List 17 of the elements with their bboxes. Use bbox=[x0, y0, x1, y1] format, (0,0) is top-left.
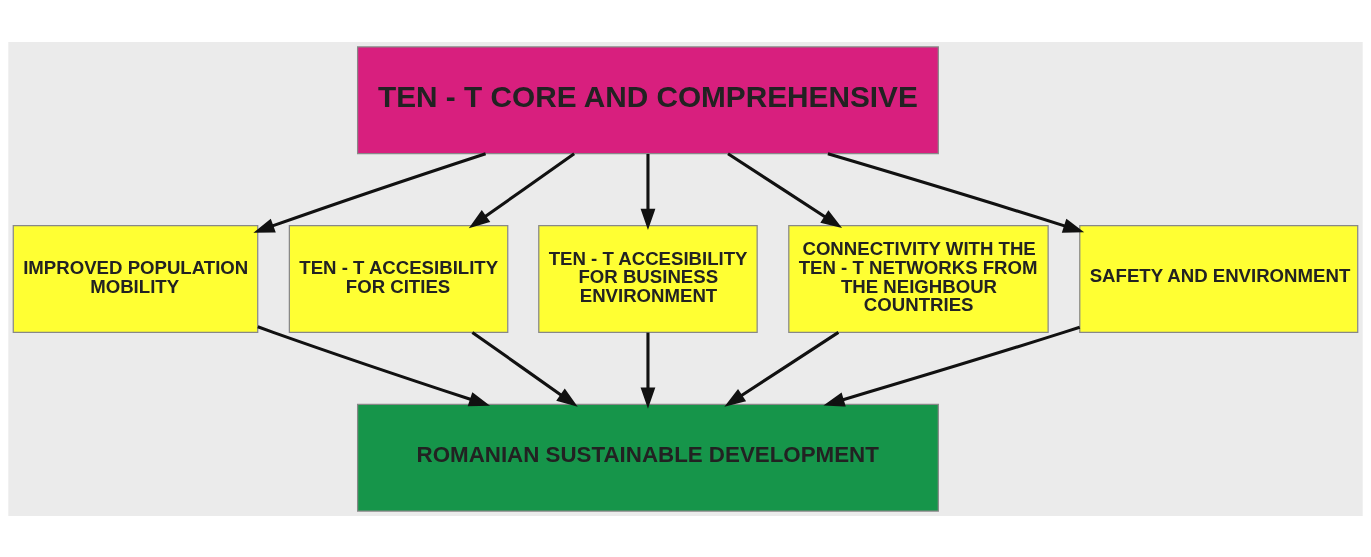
node-box: IMPROVED POPULATION MOBILITY bbox=[12, 224, 259, 333]
node-box: TEN - T ACCESIBILITY FOR BUSINESS ENVIRONMENT bbox=[538, 224, 758, 333]
arrow bbox=[827, 151, 1085, 233]
arrow bbox=[724, 330, 840, 407]
arrow bbox=[257, 324, 491, 406]
node-box: TEN - T ACCESIBILITY FOR CITIES bbox=[288, 224, 509, 333]
node-box: SAFETY AND ENVIRONMENT bbox=[1079, 224, 1359, 333]
arrow bbox=[253, 151, 487, 233]
node-box: CONNECTIVITY WITH THE TEN - T NETWORKS FROM THE NEIGHBOUR COUNTRIES bbox=[788, 224, 1049, 333]
arrow bbox=[468, 151, 576, 228]
node-box: TEN - T CORE AND COMPREHENSIVE bbox=[357, 45, 939, 154]
arrow bbox=[727, 151, 843, 228]
node-box: ROMANIAN SUSTAINABLE DEVELOPMENT bbox=[357, 403, 939, 512]
arrow bbox=[640, 153, 656, 230]
arrow bbox=[640, 332, 656, 409]
arrow bbox=[823, 325, 1081, 407]
arrow bbox=[471, 330, 578, 407]
